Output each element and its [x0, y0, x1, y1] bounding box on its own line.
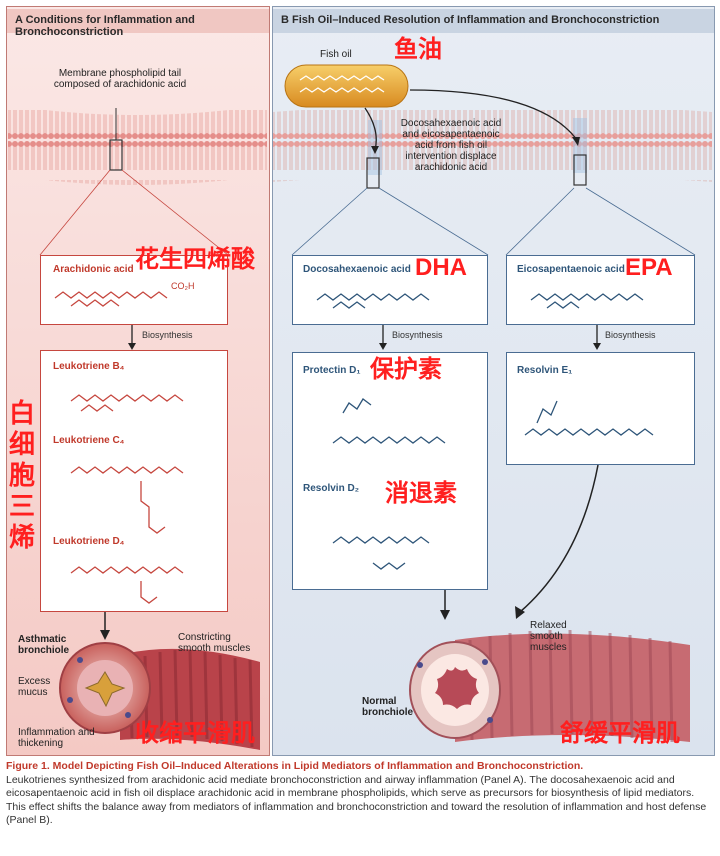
relaxed-muscles-label: Relaxed smooth muscles: [530, 620, 567, 653]
resolvin-e1-box: Resolvin E₁: [506, 352, 695, 465]
fish-oil-label: Fish oil: [320, 49, 352, 60]
leukotriene-c4-title: Leukotriene C₄: [53, 435, 125, 446]
dha-box: Docosahexaenoic acid: [292, 255, 488, 325]
inflammation-label: Inflammation and thickening: [18, 727, 95, 749]
panel-b-title: B Fish Oil–Induced Resolution of Inflamm…: [273, 9, 714, 33]
dha-structure: [316, 293, 430, 309]
caption-text: Leukotrienes synthesized from arachidoni…: [6, 773, 707, 827]
cn-fish-oil: 鱼油: [394, 36, 442, 63]
leukotriene-structures: [70, 394, 184, 604]
figure-caption: Figure 1. Model Depicting Fish Oil–Induc…: [6, 760, 713, 828]
resolvin-e1-structure: [524, 400, 654, 436]
cn-leukotriene: 白细胞三烯: [8, 398, 35, 552]
arachidonic-acid-box: Arachidonic acid CO₂H: [40, 255, 228, 325]
dha-title: Docosahexaenoic acid: [303, 264, 411, 275]
epa-structure: [530, 293, 644, 309]
membrane-selection-dha: [366, 157, 380, 189]
displace-text: Docosahexaenoic acid and eicosapentaenoi…: [400, 118, 502, 173]
cn-dha: DHA: [415, 254, 467, 281]
normal-bronchiole: [409, 629, 690, 743]
caption-title: Figure 1. Model Depicting Fish Oil–Induc…: [6, 760, 584, 772]
epa-box: Eicosapentaenoic acid: [506, 255, 695, 325]
excess-mucus-label: Excess mucus: [18, 676, 51, 698]
cn-contract: 收缩平滑肌: [135, 720, 255, 747]
panel-a-title: A Conditions for Inflammation and Bronch…: [7, 9, 269, 38]
cn-protectin: 保护素: [370, 356, 442, 383]
arachidonic-structure: [54, 291, 168, 307]
asthmatic-bronchiole-label: Asthmatic bronchiole: [18, 634, 70, 656]
cn-epa: EPA: [625, 254, 673, 281]
protectin-title: Protectin D₁: [303, 365, 361, 376]
protectin-resolvin-structures: [332, 398, 446, 570]
normal-bronchiole-label: Normal bronchiole: [362, 696, 414, 718]
asthmatic-bronchiole: [59, 642, 260, 750]
membrane-phospholipid-label: Membrane phospholipid tail composed of a…: [53, 68, 187, 90]
leukotriene-b4-title: Leukotriene B₄: [53, 361, 125, 372]
arachidonic-acid-title: Arachidonic acid: [53, 264, 134, 275]
protectin-resolvin-box: Protectin D₁ Resolvin D₂: [292, 352, 488, 590]
resolvin-d2-title: Resolvin D₂: [303, 483, 360, 494]
biosynthesis-label-b-right: Biosynthesis: [605, 330, 656, 340]
biosynthesis-label-b-left: Biosynthesis: [392, 330, 443, 340]
leukotriene-d4-title: Leukotriene D₄: [53, 536, 125, 547]
biosynthesis-label-a: Biosynthesis: [142, 330, 193, 340]
cn-resolvin: 消退素: [385, 480, 457, 507]
epa-title: Eicosapentaenoic acid: [517, 264, 625, 275]
cn-relax: 舒缓平滑肌: [560, 720, 680, 747]
leukotrienes-box: Leukotriene B₄ Leukotriene C₄ Leukotrien…: [40, 350, 228, 612]
cn-arachidonic: 花生四烯酸: [135, 246, 255, 273]
constricting-muscles-label: Constricting smooth muscles: [178, 632, 251, 654]
arachidonic-co2h: CO₂H: [171, 281, 195, 291]
resolvin-e1-title: Resolvin E₁: [517, 365, 573, 376]
fish-oil-capsule: [284, 64, 409, 108]
membrane-a: [8, 105, 267, 185]
membrane-selection-epa: [573, 154, 587, 186]
